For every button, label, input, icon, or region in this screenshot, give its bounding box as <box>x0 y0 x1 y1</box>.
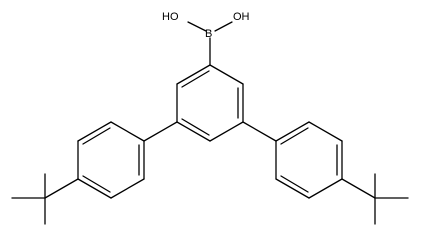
bond-b-oh-left <box>187 21 207 32</box>
ring-bond <box>77 178 112 199</box>
atom-label-b: B <box>205 28 212 40</box>
central-benzene-ring <box>176 64 244 142</box>
ring-double-bond <box>82 175 111 193</box>
ring-double-bond <box>181 118 210 136</box>
ring-bond <box>275 178 310 199</box>
ring-bond <box>110 121 145 142</box>
bond-tbu-attach <box>341 178 376 199</box>
bond-biaryl-right <box>242 121 277 142</box>
left-tert-butyl-group <box>11 173 79 225</box>
ring-double-bond <box>280 175 309 193</box>
left-phenyl-ring <box>77 121 145 199</box>
ring-bond <box>209 121 244 142</box>
ring-bond <box>275 121 310 142</box>
atom-label-oh: OH <box>233 11 250 23</box>
ring-bond <box>308 178 343 199</box>
ring-bond <box>209 64 244 85</box>
bond-b-oh-right <box>214 21 233 32</box>
ring-double-bond <box>181 70 210 88</box>
ring-bond <box>110 178 145 199</box>
ring-double-bond <box>82 127 111 145</box>
ring-bond <box>77 121 112 142</box>
ring-bond <box>176 64 211 85</box>
boronic-acid-group: HO OH B <box>162 11 250 66</box>
ring-bond <box>308 121 343 142</box>
right-tert-butyl-group <box>341 173 409 225</box>
bond-tbu-attach <box>44 178 79 199</box>
ring-bond <box>176 121 211 142</box>
right-phenyl-ring <box>275 121 343 199</box>
ring-double-bond <box>280 127 309 145</box>
bond-biaryl-left <box>143 121 178 142</box>
atom-label-ho: HO <box>162 11 179 23</box>
